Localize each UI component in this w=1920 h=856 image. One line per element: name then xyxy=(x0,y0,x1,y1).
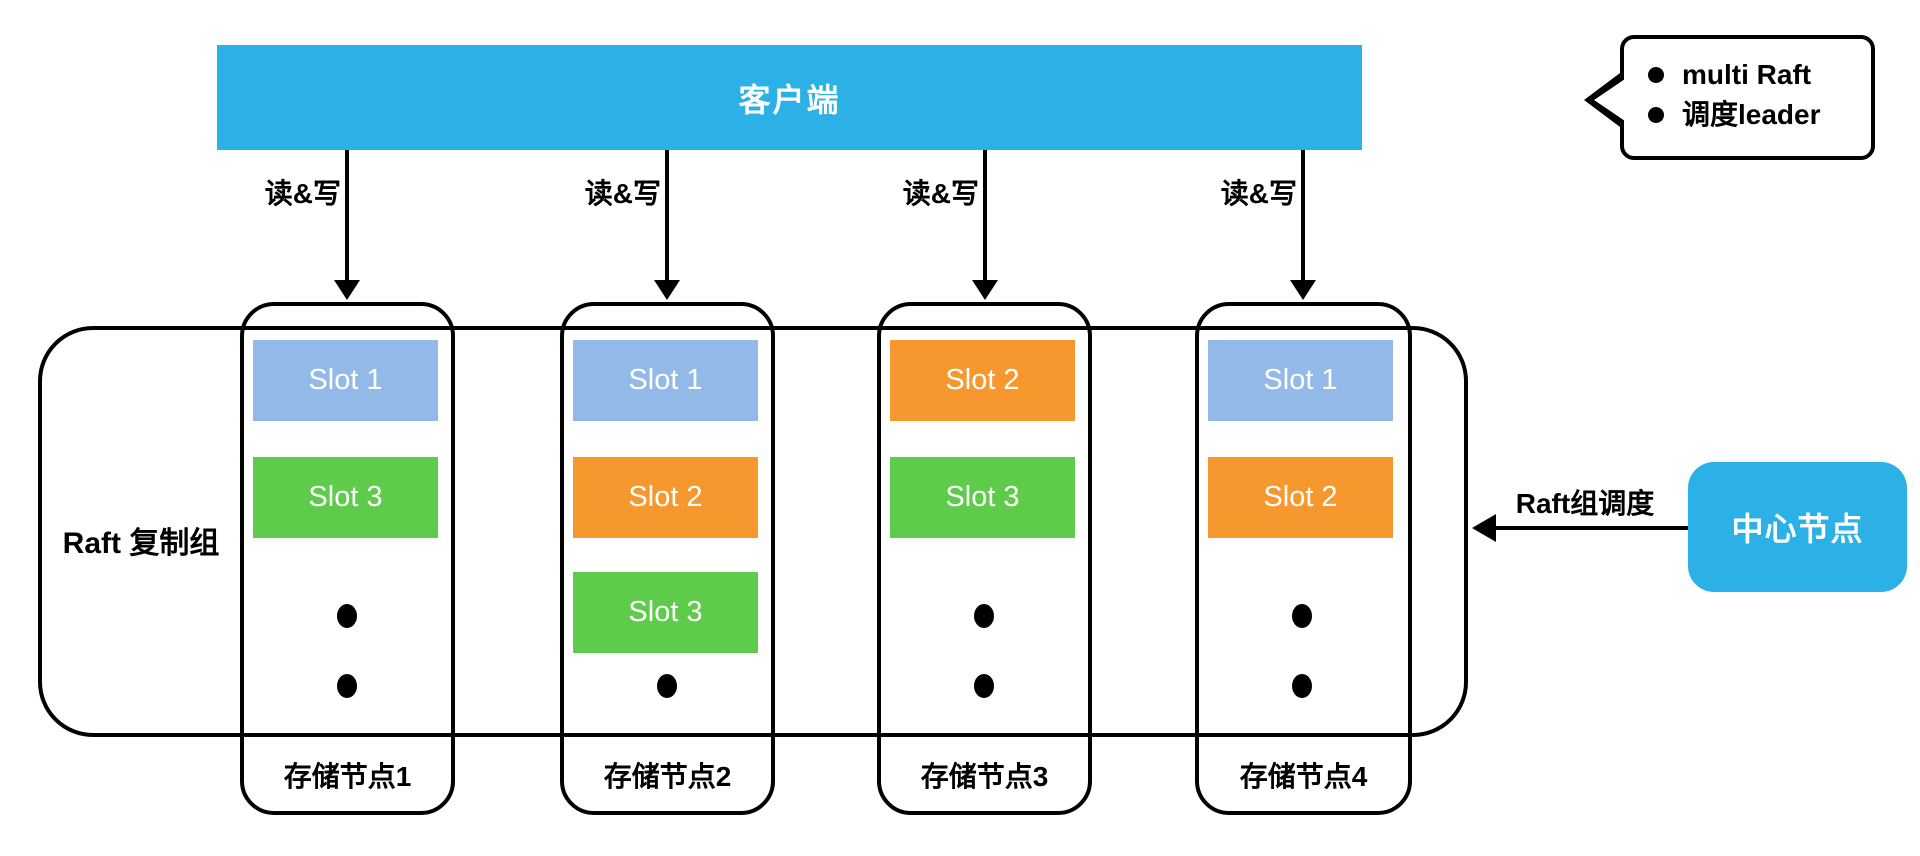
schedule-arrowhead-icon xyxy=(1472,514,1496,542)
ellipsis-dot-icon xyxy=(974,674,994,698)
callout-item: 调度leader xyxy=(1648,95,1871,135)
slot-label: Slot 3 xyxy=(308,481,383,513)
ellipsis-dot-icon xyxy=(974,604,994,628)
ellipsis-dot-icon xyxy=(337,604,357,628)
storage-node-1: Slot 1 Slot 3 存储节点1 xyxy=(240,302,455,815)
storage-node-1-label: 存储节点1 xyxy=(283,761,412,792)
slot-box: Slot 1 xyxy=(1208,340,1393,421)
ellipsis-dot-icon xyxy=(1292,674,1312,698)
slot-box: Slot 2 xyxy=(890,340,1075,421)
storage-node-2-label: 存储节点2 xyxy=(603,761,732,792)
storage-node-2: Slot 1 Slot 2 Slot 3 存储节点2 xyxy=(560,302,775,815)
schedule-arrow-label: Raft组调度 xyxy=(1515,488,1655,519)
storage-node-3-label: 存储节点3 xyxy=(920,761,1049,792)
callout-item: multi Raft xyxy=(1648,55,1871,95)
client-to-node2-arrow-line xyxy=(665,150,669,280)
read-write-label-4: 读&写 xyxy=(1220,178,1297,209)
slot-label: Slot 3 xyxy=(945,481,1020,513)
client-label: 客户端 xyxy=(738,81,841,118)
slot-label: Slot 2 xyxy=(945,364,1020,396)
raft-group-label: Raft 复制组 xyxy=(62,527,220,560)
slot-box: Slot 3 xyxy=(573,572,758,653)
slot-label: Slot 2 xyxy=(628,481,703,513)
schedule-arrow-line xyxy=(1494,526,1688,530)
center-node-label: 中心节点 xyxy=(1731,511,1864,547)
callout-bubble: multi Raft 调度leader xyxy=(1620,35,1875,160)
client-box: 客户端 xyxy=(217,45,1362,150)
slot-label: Slot 2 xyxy=(1263,481,1338,513)
client-to-node1-arrowhead-icon xyxy=(334,280,360,300)
storage-node-3: Slot 2 Slot 3 存储节点3 xyxy=(877,302,1092,815)
callout-list: multi Raft 调度leader xyxy=(1624,39,1871,135)
slot-label: Slot 1 xyxy=(308,364,383,396)
slot-box: Slot 1 xyxy=(253,340,438,421)
slot-label: Slot 1 xyxy=(628,364,703,396)
client-to-node3-arrowhead-icon xyxy=(972,280,998,300)
slot-box: Slot 3 xyxy=(253,457,438,538)
client-to-node1-arrow-line xyxy=(345,150,349,280)
client-to-node2-arrowhead-icon xyxy=(654,280,680,300)
read-write-label-2: 读&写 xyxy=(584,178,661,209)
ellipsis-dot-icon xyxy=(1292,604,1312,628)
ellipsis-dot-icon xyxy=(657,674,677,698)
slot-label: Slot 1 xyxy=(1263,364,1338,396)
slot-box: Slot 1 xyxy=(573,340,758,421)
storage-node-4: Slot 1 Slot 2 存储节点4 xyxy=(1195,302,1412,815)
callout-tail-inner xyxy=(1594,77,1628,123)
client-to-node4-arrowhead-icon xyxy=(1290,280,1316,300)
slot-box: Slot 2 xyxy=(573,457,758,538)
client-to-node3-arrow-line xyxy=(983,150,987,280)
read-write-label-1: 读&写 xyxy=(264,178,341,209)
slot-label: Slot 3 xyxy=(628,596,703,628)
slot-box: Slot 3 xyxy=(890,457,1075,538)
slot-box: Slot 2 xyxy=(1208,457,1393,538)
ellipsis-dot-icon xyxy=(337,674,357,698)
client-to-node4-arrow-line xyxy=(1301,150,1305,280)
center-node-box: 中心节点 xyxy=(1688,462,1907,592)
read-write-label-3: 读&写 xyxy=(902,178,979,209)
storage-node-4-label: 存储节点4 xyxy=(1239,761,1368,792)
